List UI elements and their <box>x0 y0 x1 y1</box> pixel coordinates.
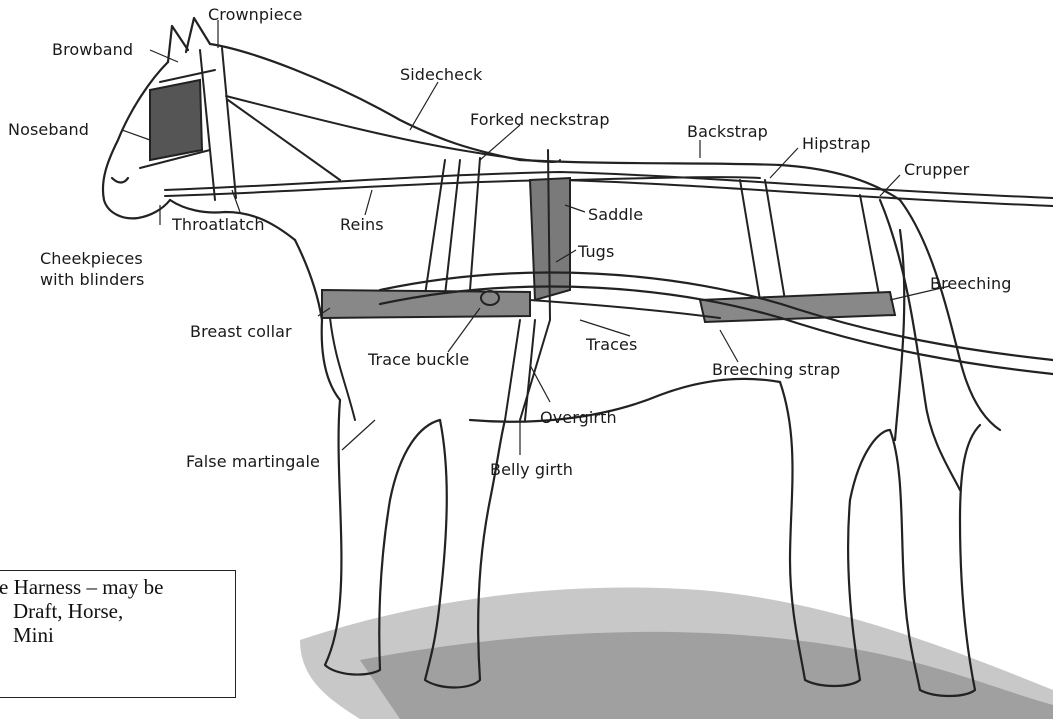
label-belly-girth: Belly girth <box>490 460 573 479</box>
blinder <box>150 80 202 160</box>
label-traces: Traces <box>586 335 637 354</box>
label-cheekpieces-line2: with blinders <box>40 269 144 290</box>
label-cheekpieces-line1: Cheekpieces <box>40 248 144 269</box>
label-sidecheck: Sidecheck <box>400 65 482 84</box>
label-crownpiece: Crownpiece <box>208 5 303 24</box>
label-tugs: Tugs <box>578 242 614 261</box>
label-browband: Browband <box>52 40 133 59</box>
label-backstrap: Backstrap <box>687 122 768 141</box>
ground-shadow <box>300 587 1053 719</box>
label-breeching: Breeching <box>930 274 1011 293</box>
breeching-band <box>700 292 895 322</box>
label-throatlatch: Throatlatch <box>172 215 265 234</box>
caption-line3: Mini <box>0 623 229 647</box>
label-noseband: Noseband <box>8 120 89 139</box>
caption-line2: Draft, Horse, <box>0 599 229 623</box>
label-crupper: Crupper <box>904 160 969 179</box>
caption-line1: e Harness – may be <box>0 575 229 599</box>
label-forked-neckstrap: Forked neckstrap <box>470 110 610 129</box>
label-trace-buckle: Trace buckle <box>368 350 469 369</box>
label-breast-collar: Breast collar <box>190 322 292 341</box>
label-false-martingale: False martingale <box>186 452 320 471</box>
label-cheekpieces: Cheekpieces with blinders <box>40 248 144 290</box>
caption-box: e Harness – may be Draft, Horse, Mini <box>0 570 236 698</box>
label-breeching-strap: Breeching strap <box>712 360 840 379</box>
harness-straps <box>140 48 1053 420</box>
label-overgirth: Overgirth <box>540 408 617 427</box>
label-saddle: Saddle <box>588 205 643 224</box>
label-reins: Reins <box>340 215 384 234</box>
label-hipstrap: Hipstrap <box>802 134 871 153</box>
